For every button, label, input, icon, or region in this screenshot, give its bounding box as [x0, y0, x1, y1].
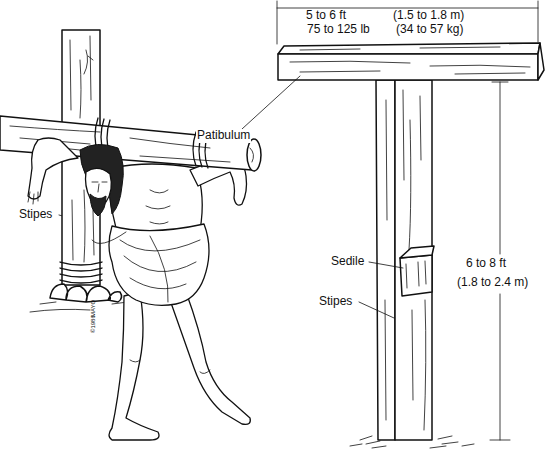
leader-line — [242, 76, 300, 129]
ground-strokes — [30, 302, 128, 312]
leader-line — [359, 302, 394, 318]
artist-signature: ©1986 — [90, 314, 97, 334]
patibulum-top — [278, 43, 540, 54]
knee-lines — [130, 360, 210, 374]
loincloth — [109, 224, 209, 305]
man-head-arm — [28, 138, 123, 216]
stipes-post — [395, 80, 432, 440]
wood-mark — [84, 50, 93, 74]
ground-strokes — [350, 436, 474, 448]
width-ticks — [277, 1, 538, 44]
wood-grain — [406, 261, 426, 288]
face-lines — [92, 182, 107, 192]
patibulum-end — [538, 43, 544, 80]
cloth-folds — [92, 232, 200, 302]
dimension-lines — [277, 1, 538, 440]
leg — [170, 292, 250, 424]
leader-line — [369, 262, 403, 268]
part-label: Stipes — [18, 208, 53, 222]
dimension-label: (1.8 to 2.4 m) — [456, 276, 529, 290]
dimension-label: (1.5 to 1.8 m) — [392, 9, 465, 23]
arm — [28, 138, 78, 199]
patibulum-beam — [278, 54, 538, 80]
part-label: Stipes — [318, 295, 353, 309]
patibulum-end — [247, 139, 261, 171]
wood-grain — [290, 47, 530, 74]
dimension-label: 6 to 8 ft — [465, 257, 507, 271]
dimension-label: 5 to 6 ft — [305, 9, 347, 23]
part-label: Sedile — [330, 255, 365, 269]
fingers — [28, 192, 38, 204]
rib-lines — [146, 190, 170, 224]
rope-binding — [60, 262, 102, 283]
part-label: Patibulum — [196, 129, 251, 143]
artist-signature: MAYO — [90, 299, 97, 318]
leg — [109, 292, 159, 440]
dimension-label: 75 to 125 lb — [306, 23, 371, 37]
standing-cross — [278, 43, 544, 448]
leader-lines — [59, 76, 403, 318]
beard — [90, 194, 106, 216]
sedile-top — [400, 246, 434, 258]
dimension-label: (34 to 57 kg) — [395, 23, 464, 37]
sedile-block — [400, 255, 432, 296]
base-stones — [50, 284, 122, 302]
